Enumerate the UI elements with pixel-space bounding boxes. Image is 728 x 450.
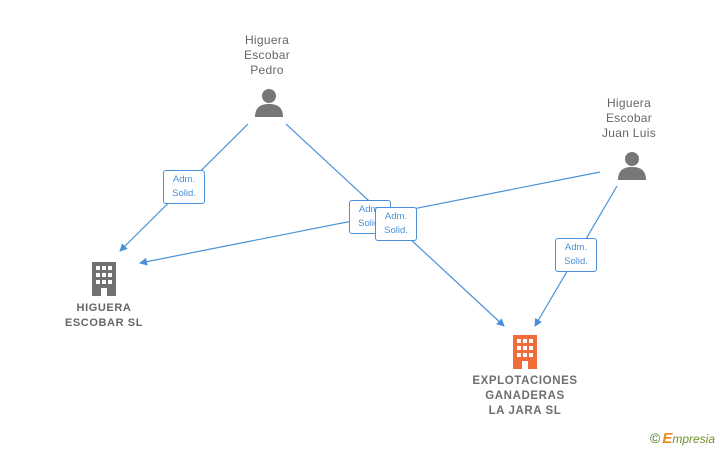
building-icon[interactable] <box>510 333 540 369</box>
building-icon[interactable] <box>89 260 119 296</box>
copyright-icon: © <box>650 430 661 446</box>
relation-label[interactable]: Adm. Solid. <box>375 207 417 241</box>
person-label-pedro: Higuera Escobar Pedro <box>243 33 291 77</box>
person-label-juan-luis: Higuera Escobar Juan Luis <box>601 96 657 140</box>
person-icon[interactable] <box>254 87 284 117</box>
brand-name: mpresia <box>672 432 716 446</box>
brand-initial: E <box>662 430 673 447</box>
company-label-higuera-escobar[interactable]: HIGUERA ESCOBAR SL <box>64 302 144 329</box>
company-label-explotaciones-ganaderas[interactable]: EXPLOTACIONES GANADERAS LA JARA SL <box>472 375 578 417</box>
brand-watermark: ©Empresia <box>650 430 715 447</box>
relation-label[interactable]: Adm. Solid. <box>163 170 205 204</box>
relation-label[interactable]: Adm. Solid. <box>555 238 597 272</box>
person-icon[interactable] <box>617 150 647 180</box>
